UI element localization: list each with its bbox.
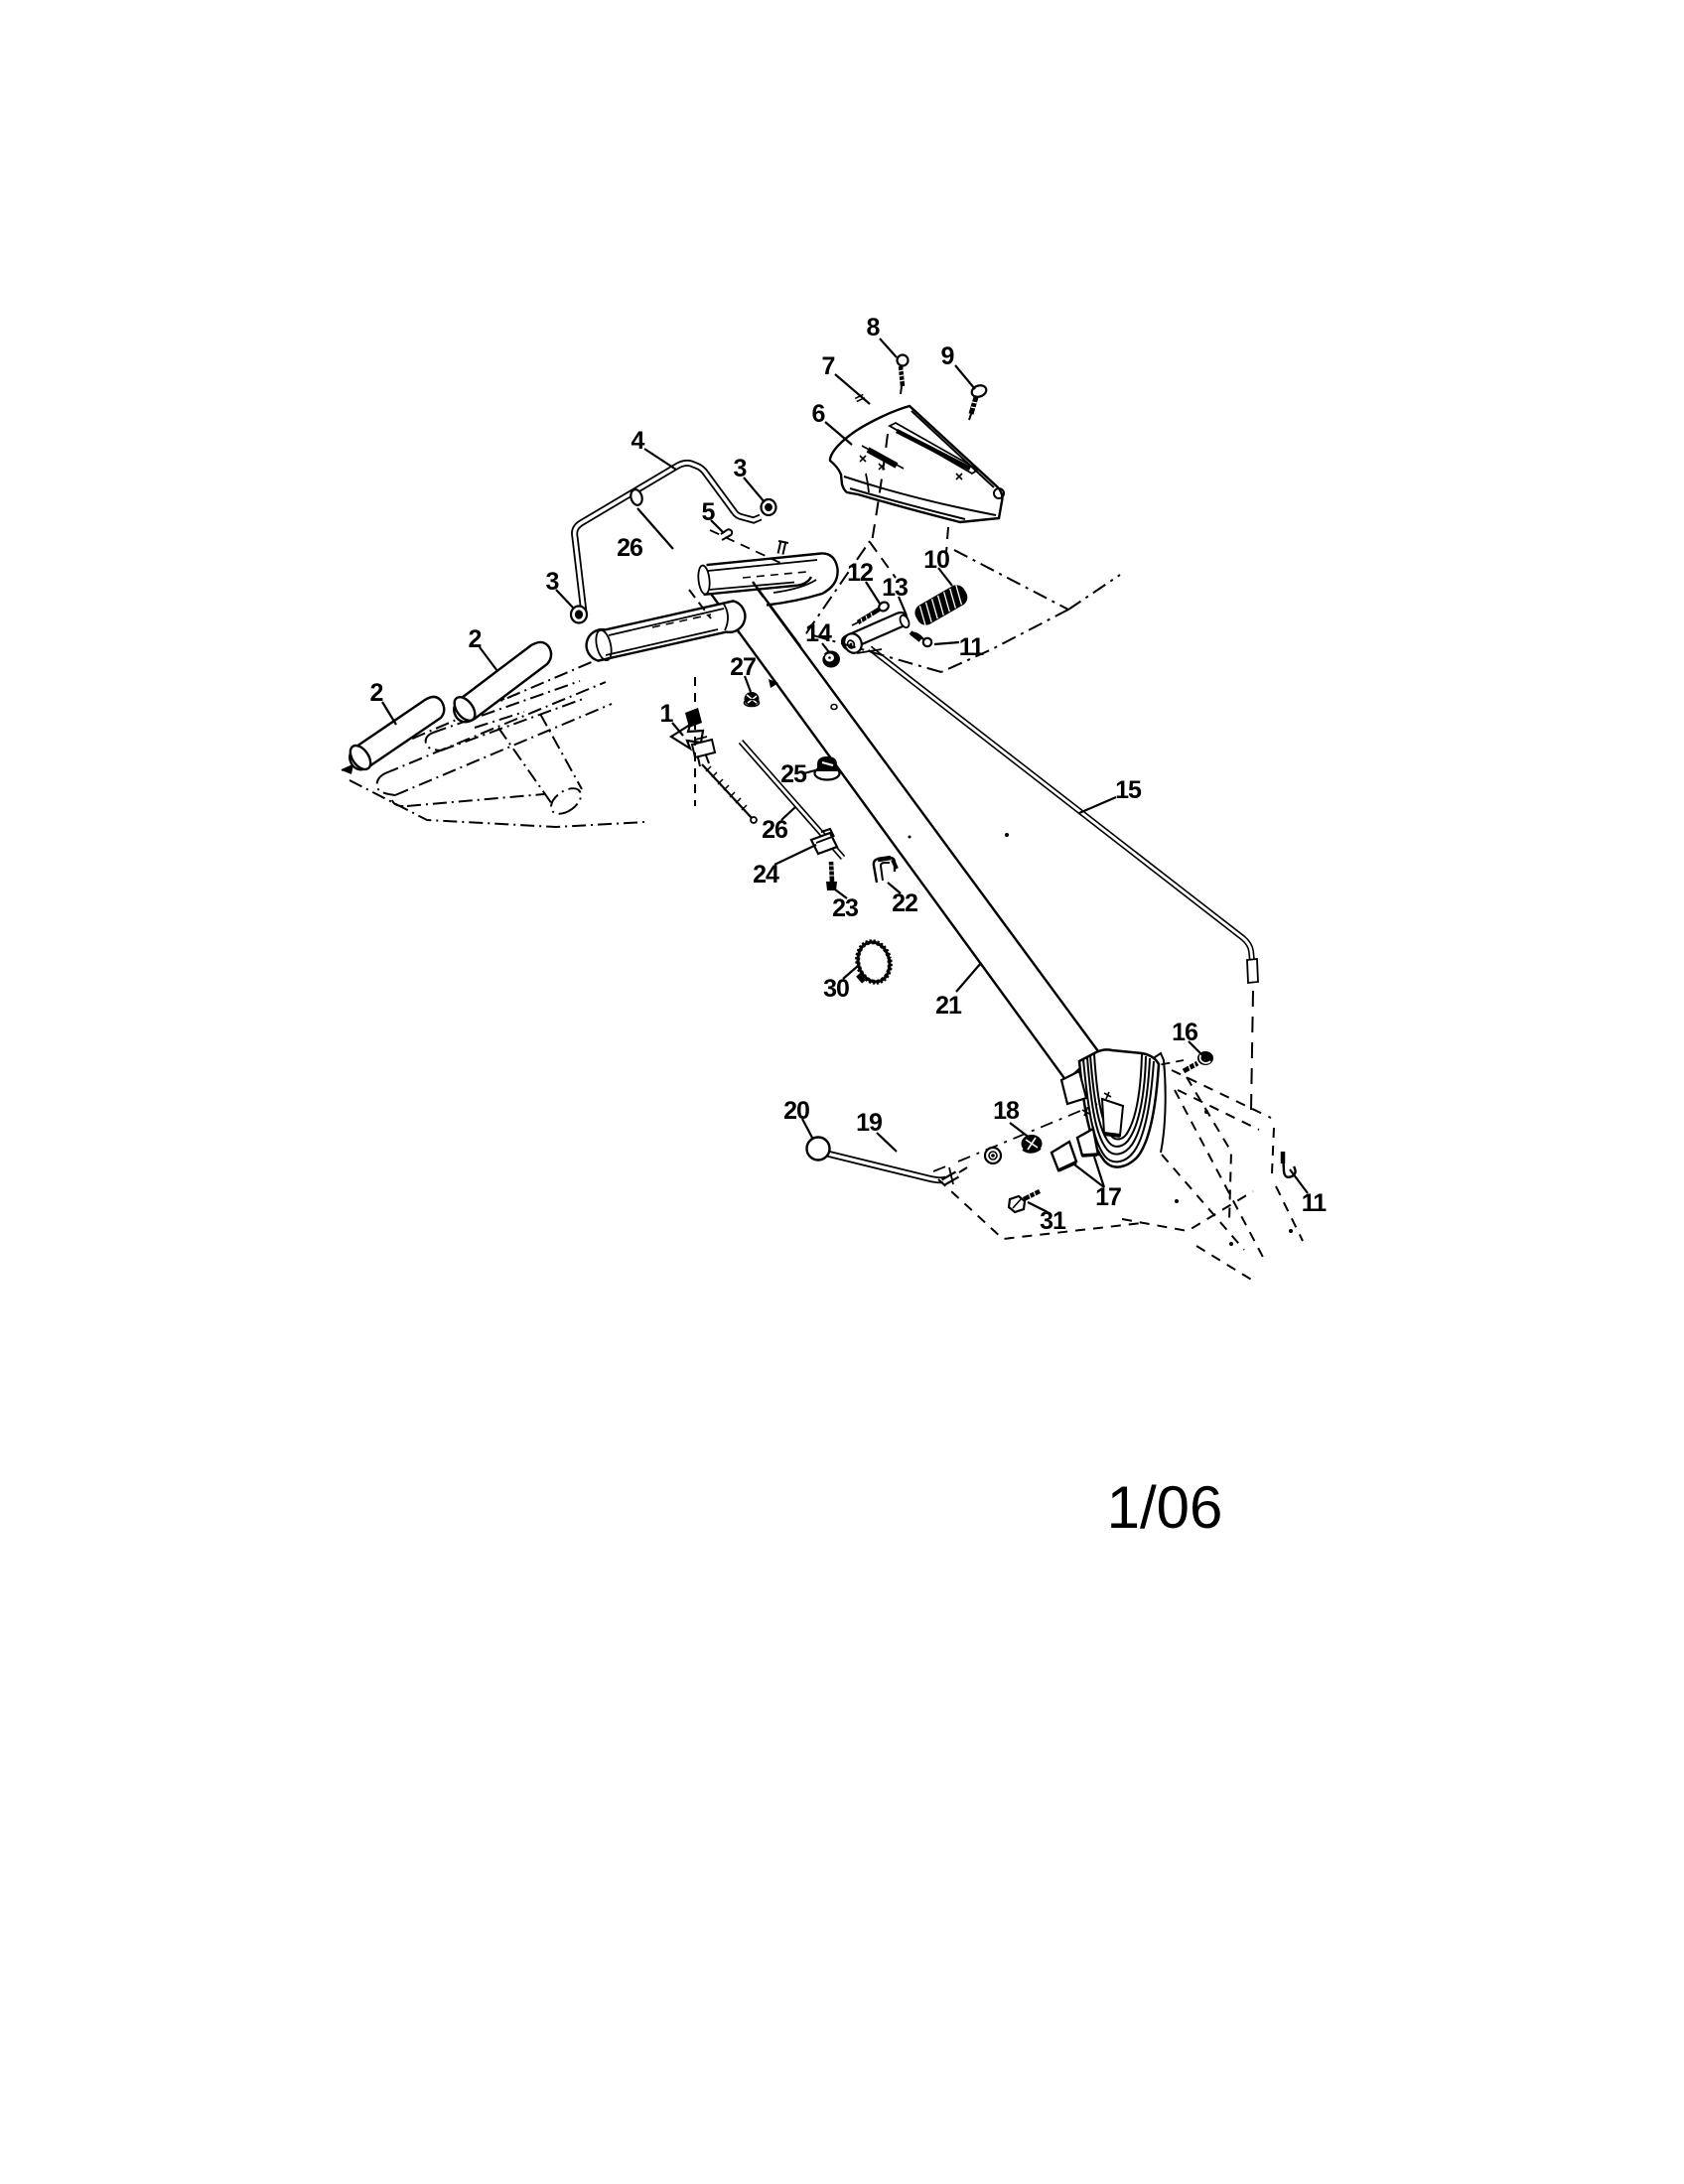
svg-text:19: 19 bbox=[856, 1109, 882, 1137]
svg-text:14: 14 bbox=[805, 619, 832, 647]
svg-text:9: 9 bbox=[941, 342, 954, 370]
svg-text:13: 13 bbox=[882, 574, 908, 602]
svg-text:24: 24 bbox=[753, 861, 779, 888]
svg-text:25: 25 bbox=[780, 760, 807, 788]
svg-text:27: 27 bbox=[730, 653, 756, 681]
svg-text:18: 18 bbox=[993, 1097, 1020, 1125]
svg-text:6: 6 bbox=[812, 400, 825, 428]
svg-text:5: 5 bbox=[702, 498, 716, 526]
svg-text:3: 3 bbox=[546, 568, 559, 596]
svg-text:2: 2 bbox=[469, 625, 482, 653]
svg-text:16: 16 bbox=[1172, 1019, 1197, 1046]
svg-text:30: 30 bbox=[823, 975, 849, 1003]
svg-text:23: 23 bbox=[832, 894, 858, 922]
svg-text:11: 11 bbox=[959, 633, 985, 661]
svg-text:20: 20 bbox=[783, 1097, 809, 1125]
svg-text:31: 31 bbox=[1040, 1207, 1066, 1235]
svg-text:11: 11 bbox=[1302, 1189, 1328, 1217]
svg-text:21: 21 bbox=[935, 992, 962, 1020]
svg-text:1/06: 1/06 bbox=[1107, 1474, 1223, 1541]
svg-text:26: 26 bbox=[762, 816, 787, 844]
svg-text:22: 22 bbox=[892, 889, 917, 917]
svg-text:26: 26 bbox=[617, 534, 642, 562]
svg-text:2: 2 bbox=[370, 679, 383, 707]
svg-text:7: 7 bbox=[822, 352, 835, 380]
svg-text:3: 3 bbox=[734, 455, 747, 482]
svg-text:10: 10 bbox=[923, 546, 949, 574]
svg-text:1: 1 bbox=[660, 700, 674, 728]
svg-text:12: 12 bbox=[847, 559, 873, 587]
svg-text:17: 17 bbox=[1095, 1183, 1121, 1211]
svg-text:8: 8 bbox=[867, 314, 881, 341]
svg-text:15: 15 bbox=[1115, 776, 1142, 804]
svg-text:4: 4 bbox=[632, 427, 645, 455]
